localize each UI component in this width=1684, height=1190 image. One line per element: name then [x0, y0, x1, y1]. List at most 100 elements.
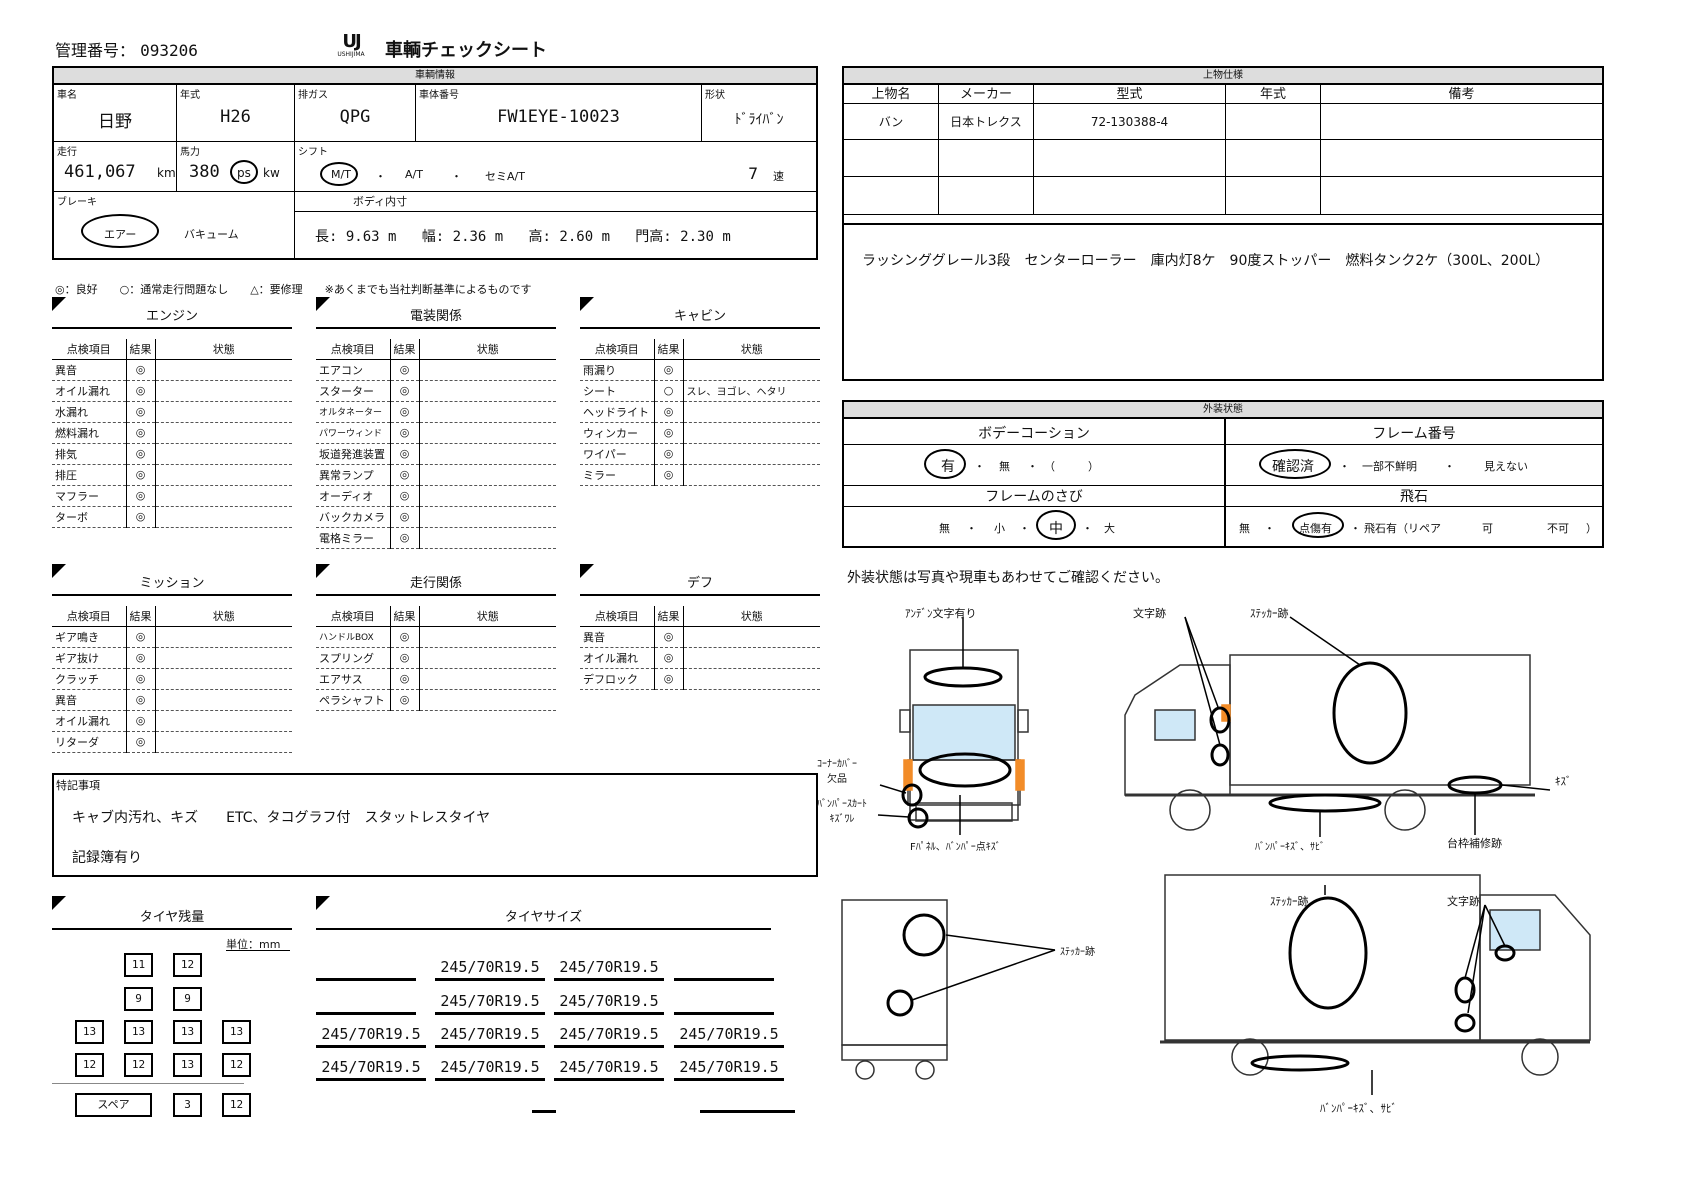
upper-cell: 年式: [1226, 85, 1321, 104]
label-front-c2: ｷｽﾞﾜﾚ: [829, 814, 855, 825]
check-state: [419, 626, 556, 648]
shift-semi: セミA/T: [485, 170, 525, 183]
upper-cell: [1321, 104, 1602, 140]
maker-label: 車名: [57, 90, 77, 101]
damage-ring-corner: [901, 783, 923, 807]
body-dimensions: 長: 9.63 m 幅: 2.36 m 高: 2.60 m 門高: 2.30 m: [315, 226, 731, 246]
frame-number-title: フレーム番号: [1372, 426, 1456, 442]
check-row: 排気◎: [52, 443, 292, 465]
diagram-note: 外装状態は写真や現車もあわせてご確認ください。: [847, 570, 1169, 586]
section-flag: [52, 896, 66, 910]
label-side2-a: ｽﾃｯｶｰ跡: [1270, 895, 1309, 908]
check-row: 坂道発進装置◎: [316, 443, 556, 465]
check-item: ヘッドライト: [580, 401, 654, 423]
upper-cell: [1034, 140, 1226, 177]
label-front-b1: ｺｰﾅｰｶﾊﾞｰ: [817, 759, 857, 770]
tire-remain-value: 11: [124, 953, 153, 977]
mileage-cell: 走行 461,067 km: [54, 142, 177, 192]
rust-none: 無: [939, 522, 950, 535]
check-state: [155, 422, 292, 444]
check-state: [683, 401, 820, 423]
spare-label: スペア: [75, 1093, 152, 1117]
dot: ・: [375, 170, 386, 183]
damage-ring-front-grille: [918, 752, 1012, 788]
spare-value: 12: [222, 1093, 251, 1117]
door-value: 2.30: [680, 229, 714, 245]
damage-ring-rear-sticker: [902, 913, 946, 957]
tire-remain-value: 13: [75, 1020, 104, 1044]
check-item: ハンドルBOX: [316, 626, 390, 648]
check-result: ◎: [389, 359, 420, 381]
check-state: [155, 464, 292, 486]
section-title-diff: デフ: [580, 572, 820, 596]
check-state: [155, 401, 292, 423]
label-side-a: 文字跡: [1133, 607, 1166, 620]
col-item: 点検項目: [580, 606, 654, 627]
check-state: スレ、ヨゴレ、ヘタリ: [683, 380, 820, 402]
label-front-d: Fﾊﾟﾈﾙ、ﾊﾞﾝﾊﾟｰ点ｷｽﾞ: [910, 842, 1001, 853]
exterior-header: 外装状態: [844, 402, 1602, 419]
tire-size-value: 245/70R19.5: [554, 1025, 664, 1048]
check-item: エアコン: [316, 359, 390, 381]
dot: ・: [1339, 460, 1350, 473]
wid-value: 2.36: [452, 229, 487, 245]
check-row: スターター◎: [316, 380, 556, 402]
coating-yes-ring: [924, 449, 966, 479]
check-state: [155, 626, 292, 648]
col-result: 結果: [653, 339, 684, 360]
check-state: [155, 485, 292, 507]
col-item: 点検項目: [52, 339, 126, 360]
check-result: ◎: [125, 464, 156, 486]
upper-cell: 72-130388-4: [1034, 104, 1226, 140]
frame-confirmed-ring: [1259, 449, 1331, 479]
check-state: [155, 647, 292, 669]
label-front-b: ｺｰﾅｰｶﾊﾞｰ欠品: [817, 755, 857, 785]
check-row: エアサス◎: [316, 668, 556, 690]
check-state: [419, 689, 556, 711]
mt-selected-ring: [320, 162, 358, 186]
check-result: ◎: [389, 527, 420, 549]
check-row: ギア抜け◎: [52, 647, 292, 669]
upper-cell: [939, 140, 1034, 177]
check-row: エアコン◎: [316, 359, 556, 381]
unit: m: [388, 229, 397, 245]
check-state: [419, 380, 556, 402]
check-item: クラッチ: [52, 668, 126, 690]
tire-size-value: 245/70R19.5: [435, 958, 545, 981]
check-table-mission: 点検項目結果状態ギア鳴き◎ギア抜け◎クラッチ◎異音◎オイル漏れ◎リターダ◎: [52, 606, 292, 753]
check-row: 排圧◎: [52, 464, 292, 486]
upper-cell: 上物名: [844, 85, 939, 104]
check-row: オイル漏れ◎: [52, 380, 292, 402]
check-item: シート: [580, 380, 654, 402]
door-label: 門高:: [635, 229, 672, 245]
shift-cell: シフト M/T ・ A/T ・ セミA/T 7 速: [295, 142, 816, 192]
check-item: 燃料漏れ: [52, 422, 126, 444]
check-result: ◎: [653, 401, 684, 423]
check-result: ◎: [389, 464, 420, 486]
check-item: 雨漏り: [580, 359, 654, 381]
arrow: [1467, 904, 1486, 1014]
shift-at: A/T: [405, 168, 423, 181]
gears-value: 7: [748, 164, 759, 183]
check-result: ◎: [125, 506, 156, 528]
check-state: [683, 626, 820, 648]
check-row: クラッチ◎: [52, 668, 292, 690]
check-item: 排気: [52, 443, 126, 465]
unit: m: [601, 229, 610, 245]
damage-ring-bumper: [1268, 793, 1382, 813]
check-row: 電格ミラー◎: [316, 527, 556, 549]
tire-remain-value: 12: [75, 1053, 104, 1077]
check-row: オルタネーター◎: [316, 401, 556, 423]
stone-ng: 不可: [1547, 522, 1569, 535]
rating-legend: ◎：良好 ○：通常走行問題なし △：要修理 ※あくまでも当社判断基準によるもので…: [55, 283, 532, 296]
gears-unit: 速: [773, 170, 784, 183]
side-window: [1154, 709, 1196, 741]
check-item: スターター: [316, 380, 390, 402]
frame-invisible: 見えない: [1484, 460, 1528, 473]
check-state: [155, 710, 292, 732]
section-flag: [52, 564, 66, 578]
year-value: H26: [220, 107, 251, 127]
front-windshield: [912, 704, 1016, 761]
dot: ・: [1444, 460, 1455, 473]
col-item: 点検項目: [52, 606, 126, 627]
